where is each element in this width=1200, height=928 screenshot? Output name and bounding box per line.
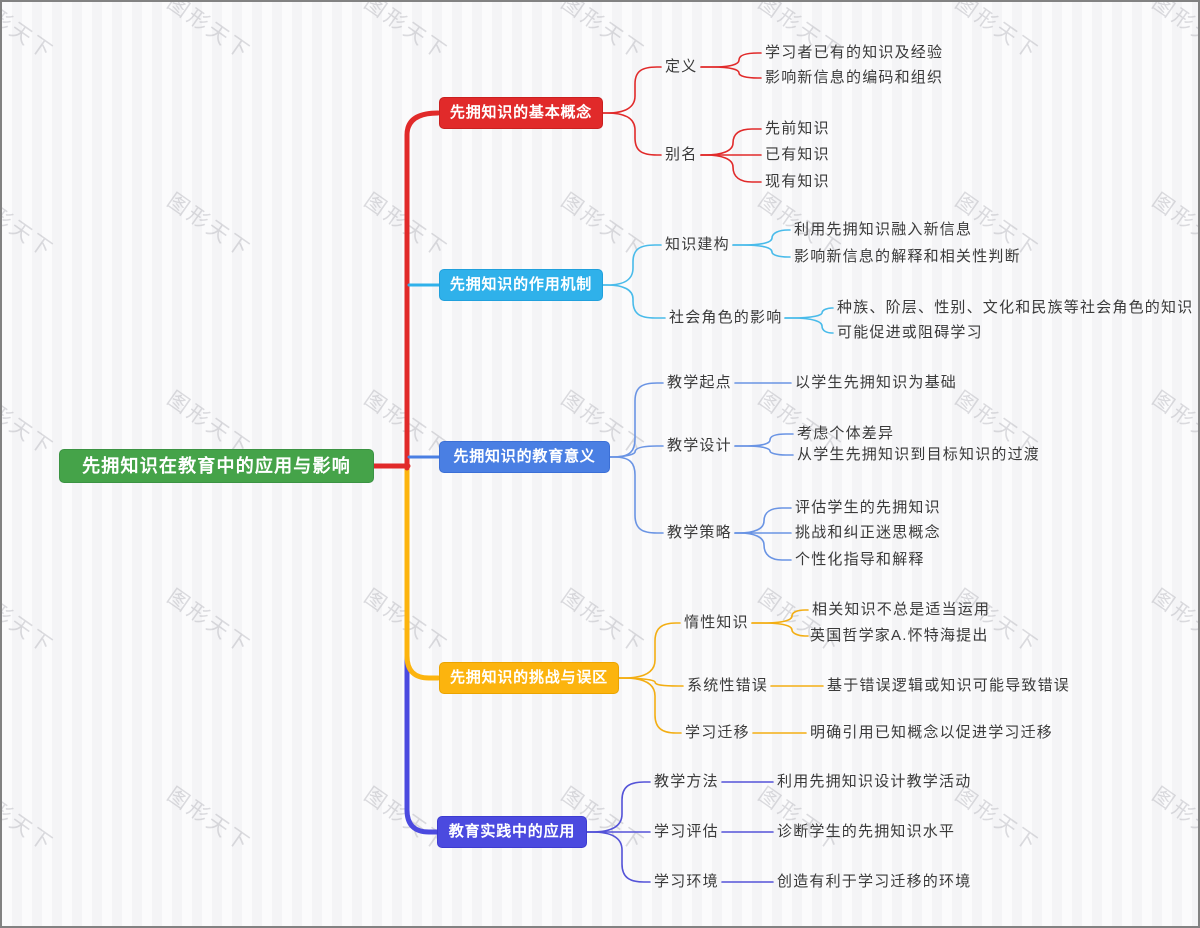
leaf-node[interactable]: 现有知识 (765, 173, 830, 190)
subtopic-teaching-methods[interactable]: 教学方法 (654, 773, 719, 790)
subtopic-teaching-starting-point[interactable]: 教学起点 (667, 374, 732, 391)
leaf-node[interactable]: 利用先拥知识融入新信息 (794, 221, 973, 238)
leaf-node[interactable]: 英国哲学家A.怀特海提出 (810, 627, 989, 644)
leaf-node[interactable]: 种族、阶层、性别、文化和民族等社会角色的知识 (837, 299, 1194, 316)
leaf-node[interactable]: 影响新信息的解释和相关性判断 (794, 248, 1021, 265)
leaf-node[interactable]: 利用先拥知识设计教学活动 (777, 773, 972, 790)
branch-mechanisms[interactable]: 先拥知识的作用机制 (439, 269, 603, 301)
subtopic-learning-transfer[interactable]: 学习迁移 (685, 724, 750, 741)
subtopic-inert-knowledge[interactable]: 惰性知识 (684, 614, 749, 631)
leaf-node[interactable]: 先前知识 (765, 120, 830, 137)
branch-basic-concepts[interactable]: 先拥知识的基本概念 (439, 97, 603, 129)
leaf-node[interactable]: 考虑个体差异 (797, 425, 895, 442)
leaf-node[interactable]: 明确引用已知概念以促进学习迁移 (810, 724, 1054, 741)
subtopic-definition[interactable]: 定义 (665, 58, 698, 75)
subtopic-instructional-design[interactable]: 教学设计 (667, 437, 732, 454)
leaf-node[interactable]: 创造有利于学习迁移的环境 (777, 873, 972, 890)
leaf-node[interactable]: 可能促进或阻碍学习 (837, 324, 983, 341)
subtopic-learning-environment[interactable]: 学习环境 (654, 873, 719, 890)
branch-challenges-misconceptions[interactable]: 先拥知识的挑战与误区 (439, 662, 619, 694)
leaf-node[interactable]: 学习者已有的知识及经验 (765, 44, 944, 61)
root-topic[interactable]: 先拥知识在教育中的应用与影响 (59, 449, 374, 483)
subtopic-aliases[interactable]: 别名 (665, 146, 698, 163)
subtopic-learning-assessment[interactable]: 学习评估 (654, 823, 719, 840)
leaf-node[interactable]: 以学生先拥知识为基础 (795, 374, 958, 391)
leaf-node[interactable]: 相关知识不总是适当运用 (812, 601, 991, 618)
leaf-node[interactable]: 从学生先拥知识到目标知识的过渡 (797, 446, 1041, 463)
leaf-node[interactable]: 个性化指导和解释 (795, 551, 925, 568)
leaf-node[interactable]: 已有知识 (765, 146, 830, 163)
subtopic-knowledge-construction[interactable]: 知识建构 (665, 236, 730, 253)
branch-practical-applications[interactable]: 教育实践中的应用 (437, 816, 587, 848)
leaf-node[interactable]: 诊断学生的先拥知识水平 (777, 823, 956, 840)
leaf-node[interactable]: 基于错误逻辑或知识可能导致错误 (827, 677, 1071, 694)
leaf-node[interactable]: 影响新信息的编码和组织 (765, 69, 944, 86)
leaf-node[interactable]: 评估学生的先拥知识 (795, 499, 941, 516)
branch-educational-significance[interactable]: 先拥知识的教育意义 (439, 441, 610, 473)
leaf-node[interactable]: 挑战和纠正迷思概念 (795, 524, 941, 541)
subtopic-teaching-strategies[interactable]: 教学策略 (667, 524, 732, 541)
subtopic-systematic-errors[interactable]: 系统性错误 (687, 677, 769, 694)
subtopic-social-roles[interactable]: 社会角色的影响 (669, 309, 783, 326)
